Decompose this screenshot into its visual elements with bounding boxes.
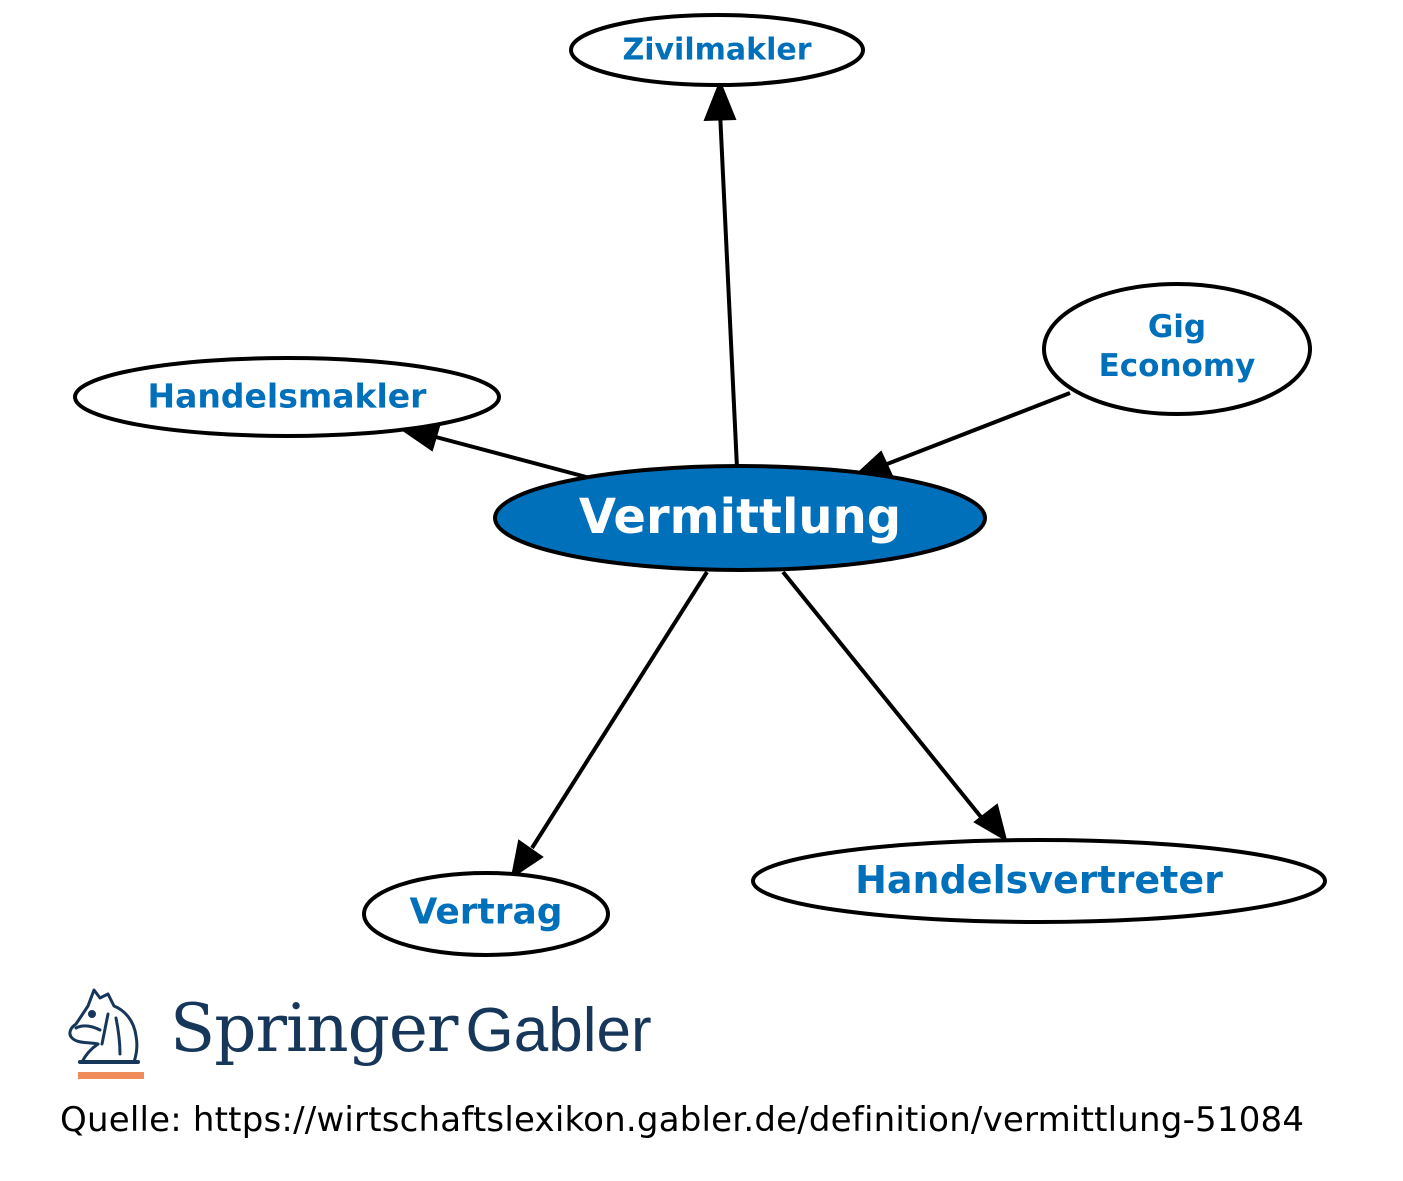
node-handelsmakler-shape bbox=[73, 356, 501, 438]
node-vertrag-shape bbox=[362, 871, 610, 957]
concept-map: Zivilmakler Gig Economy Handelsmakler Ve… bbox=[73, 13, 1327, 957]
node-gig-economy-label-line2: Economy bbox=[1099, 348, 1256, 384]
node-handelsmakler-label: Handelsmakler bbox=[148, 377, 428, 416]
node-vermittlung-shape bbox=[493, 464, 987, 572]
edges bbox=[431, 111, 1071, 850]
node-zivilmakler-label: Zivilmakler bbox=[622, 33, 811, 68]
node-gig-economy-label-line1: Gig bbox=[1148, 309, 1206, 345]
edge-vermittlung-handelsmakler bbox=[431, 434, 591, 480]
node-handelsvertreter[interactable]: Handelsvertreter bbox=[751, 838, 1327, 924]
edge-gig-vermittlung bbox=[881, 391, 1071, 468]
node-handelsvertreter-shape bbox=[751, 838, 1327, 924]
node-vertrag[interactable]: Vertrag bbox=[362, 871, 610, 957]
source-url: Quelle: https://wirtschaftslexikon.gable… bbox=[60, 1100, 1305, 1140]
node-gig-economy-shape bbox=[1042, 282, 1312, 416]
arrowhead-handelsvertreter bbox=[973, 803, 1008, 843]
arrowhead-vertrag bbox=[510, 839, 544, 880]
node-vermittlung-label: Vermittlung bbox=[579, 489, 901, 545]
knight-horse-icon bbox=[68, 988, 140, 1064]
node-zivilmakler[interactable]: Zivilmakler bbox=[569, 13, 865, 87]
node-handelsmakler[interactable]: Handelsmakler bbox=[73, 356, 501, 438]
node-vermittlung[interactable]: Vermittlung bbox=[493, 464, 987, 572]
arrowhead-zivilmakler bbox=[703, 79, 737, 122]
logo-imprint-gabler: Gabler bbox=[465, 996, 652, 1065]
logo-underline bbox=[78, 1072, 144, 1079]
edge-vermittlung-handelsvertreter bbox=[781, 570, 987, 824]
node-handelsvertreter-label: Handelsvertreter bbox=[855, 858, 1223, 902]
node-zivilmakler-shape bbox=[569, 13, 865, 87]
node-vertrag-label: Vertrag bbox=[409, 892, 562, 933]
springer-gabler-logo bbox=[68, 988, 144, 1079]
edge-vermittlung-zivilmakler bbox=[718, 111, 739, 469]
node-gig-economy[interactable]: Gig Economy bbox=[1042, 282, 1312, 416]
edge-vermittlung-vertrag bbox=[530, 570, 709, 850]
logo-brand-springer: Springer bbox=[170, 990, 458, 1067]
